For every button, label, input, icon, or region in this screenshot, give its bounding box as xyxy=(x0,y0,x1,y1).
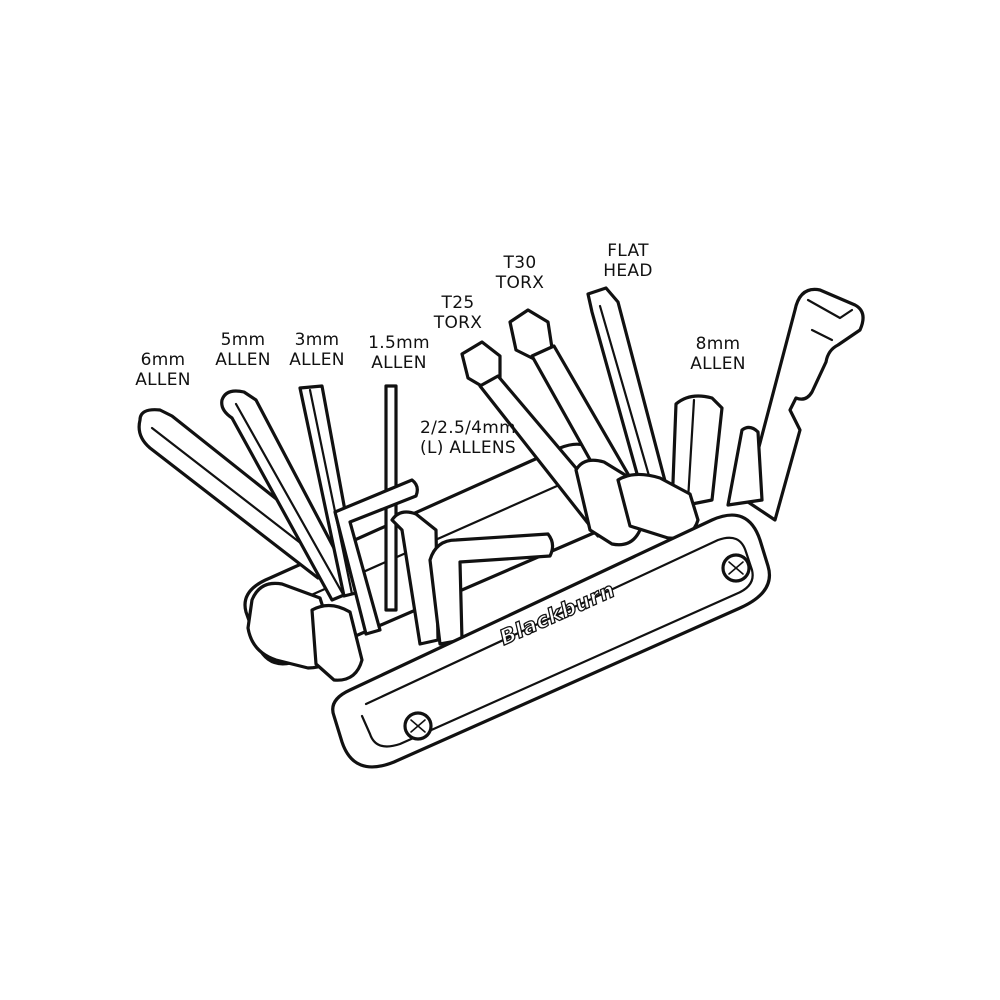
chain-tool-lever xyxy=(726,287,865,522)
tool-8mm-allen xyxy=(670,394,724,510)
pivot-knuckles xyxy=(246,458,700,682)
front-side-plate xyxy=(331,513,771,769)
tool-l-allens xyxy=(333,478,555,646)
label-l-allens: 2/2.5/4mm(L) ALLENS xyxy=(420,418,516,458)
